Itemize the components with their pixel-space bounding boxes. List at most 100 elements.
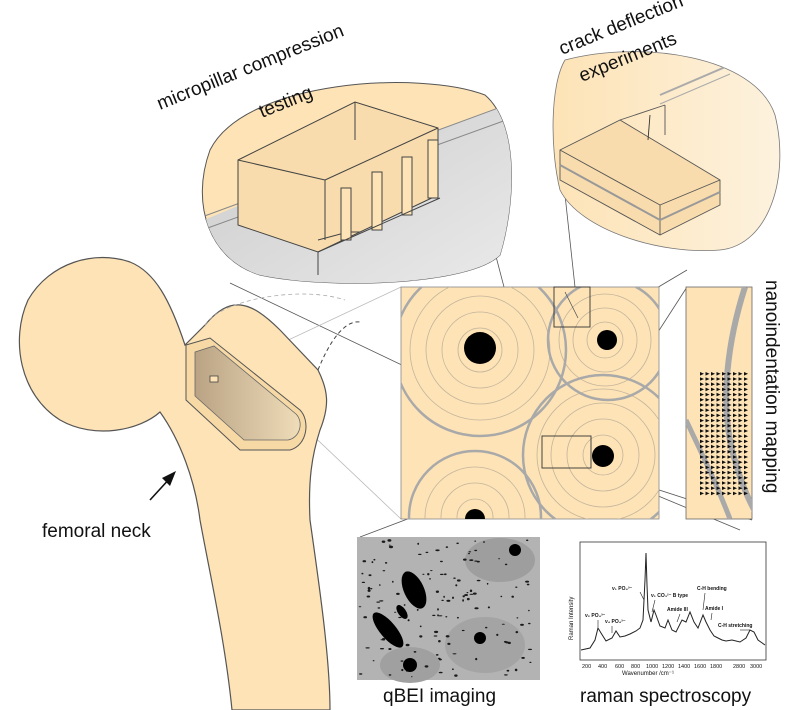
indent-mark — [705, 434, 710, 438]
indent-mark — [711, 382, 715, 386]
indent-mark — [711, 460, 715, 464]
lacuna-dot — [526, 583, 530, 586]
lacuna-dot — [361, 572, 364, 575]
indent-mark — [716, 413, 721, 418]
indent-mark — [722, 455, 726, 459]
raman-peak-ch-stretch: C-H stretching — [718, 623, 752, 629]
raman-tick-200: 200 — [582, 664, 591, 670]
lacuna-dot — [435, 654, 439, 656]
lacuna-dot — [382, 570, 386, 572]
indent-mark — [738, 460, 743, 464]
lacuna-dot — [438, 615, 443, 617]
indent-mark — [705, 460, 710, 464]
raman-peak-v4: ν₄ PO₄³⁻ — [605, 619, 626, 625]
lacuna-dot — [439, 560, 443, 563]
indent-mark — [733, 408, 737, 412]
indent-mark — [744, 398, 748, 402]
indent-mark — [722, 398, 726, 402]
indent-mark — [716, 418, 721, 423]
lacuna-dot — [486, 582, 489, 585]
indent-mark — [738, 491, 743, 496]
lacuna-dot — [474, 549, 478, 552]
indent-mark — [700, 382, 704, 386]
indent-mark — [733, 439, 737, 444]
indent-mark — [700, 450, 704, 454]
raman-peak-ch-bend: C-H bending — [697, 586, 727, 592]
lacuna-dot — [474, 607, 479, 610]
indent-mark — [733, 444, 737, 449]
femoral-neck-label: femoral neck — [42, 521, 151, 542]
indent-mark — [727, 408, 732, 412]
indent-mark — [716, 455, 721, 459]
indent-mark — [733, 486, 737, 490]
indent-mark — [744, 486, 748, 490]
lacuna-dot — [521, 656, 525, 659]
indent-mark — [705, 455, 710, 459]
lacuna-dot — [443, 595, 445, 598]
indent-mark — [727, 455, 732, 459]
indent-mark — [705, 424, 710, 428]
indent-mark — [744, 372, 748, 376]
lacuna-dot — [396, 592, 400, 596]
indent-mark — [700, 470, 704, 475]
lacuna-dot — [370, 588, 373, 590]
indent-mark — [744, 470, 748, 475]
indent-mark — [716, 429, 721, 433]
indent-mark — [722, 444, 726, 449]
indent-mark — [716, 398, 721, 402]
indent-mark — [716, 408, 721, 412]
lacuna-dot — [483, 541, 485, 543]
indent-mark — [733, 382, 737, 386]
indent-mark — [711, 403, 715, 407]
indent-mark — [733, 372, 737, 376]
lacuna-dot — [455, 584, 458, 587]
indent-mark — [705, 382, 710, 386]
indent-mark — [727, 491, 732, 496]
indent-mark — [722, 372, 726, 376]
indent-mark — [711, 398, 715, 402]
indent-mark — [744, 460, 748, 464]
indent-mark — [711, 413, 715, 418]
indent-mark — [711, 439, 715, 444]
indent-mark — [744, 476, 748, 480]
lacuna-dot — [384, 562, 388, 564]
lacuna-dot — [437, 614, 439, 617]
indent-mark — [700, 392, 704, 397]
indent-mark — [700, 444, 704, 449]
indent-mark — [727, 372, 732, 376]
indent-mark — [733, 424, 737, 428]
indent-mark — [705, 429, 710, 433]
lacuna-dot — [359, 673, 363, 675]
indent-mark — [716, 377, 721, 381]
raman-tick-600: 600 — [615, 664, 624, 670]
lacuna-dot — [368, 574, 372, 577]
indent-mark — [705, 491, 710, 496]
lacuna-dot — [525, 580, 530, 583]
lacuna-dot — [373, 558, 376, 561]
raman-label: raman spectroscopy — [580, 686, 752, 707]
indent-mark — [705, 408, 710, 412]
raman-spectrum-line — [580, 552, 766, 651]
lacuna-dot — [462, 595, 465, 598]
lacuna-dot — [447, 642, 451, 646]
lacuna-dot — [400, 660, 404, 662]
lacuna-dot — [433, 635, 438, 637]
raman-chart: Raman Intensity Wavenumber /cm⁻¹ 200 400… — [569, 541, 767, 677]
indent-mark — [711, 455, 715, 459]
lacuna-dot — [472, 592, 477, 595]
lacuna-dot — [445, 546, 449, 548]
lacuna-dot — [411, 676, 413, 678]
lacuna-dot — [416, 608, 419, 611]
indent-mark — [738, 413, 743, 418]
indent-mark — [711, 470, 715, 475]
raman-xlabel: Wavenumber /cm⁻¹ — [622, 671, 674, 677]
lacuna-dot — [500, 595, 503, 598]
raman-tick-400: 400 — [598, 664, 607, 670]
lacuna-dot — [487, 606, 490, 609]
lacuna-dot — [516, 617, 519, 619]
indent-mark — [738, 450, 743, 454]
raman-ylabel: Raman Intensity — [569, 597, 575, 640]
indent-mark — [700, 481, 704, 485]
lacuna-dot — [474, 560, 478, 562]
lacuna-dot — [361, 581, 366, 584]
